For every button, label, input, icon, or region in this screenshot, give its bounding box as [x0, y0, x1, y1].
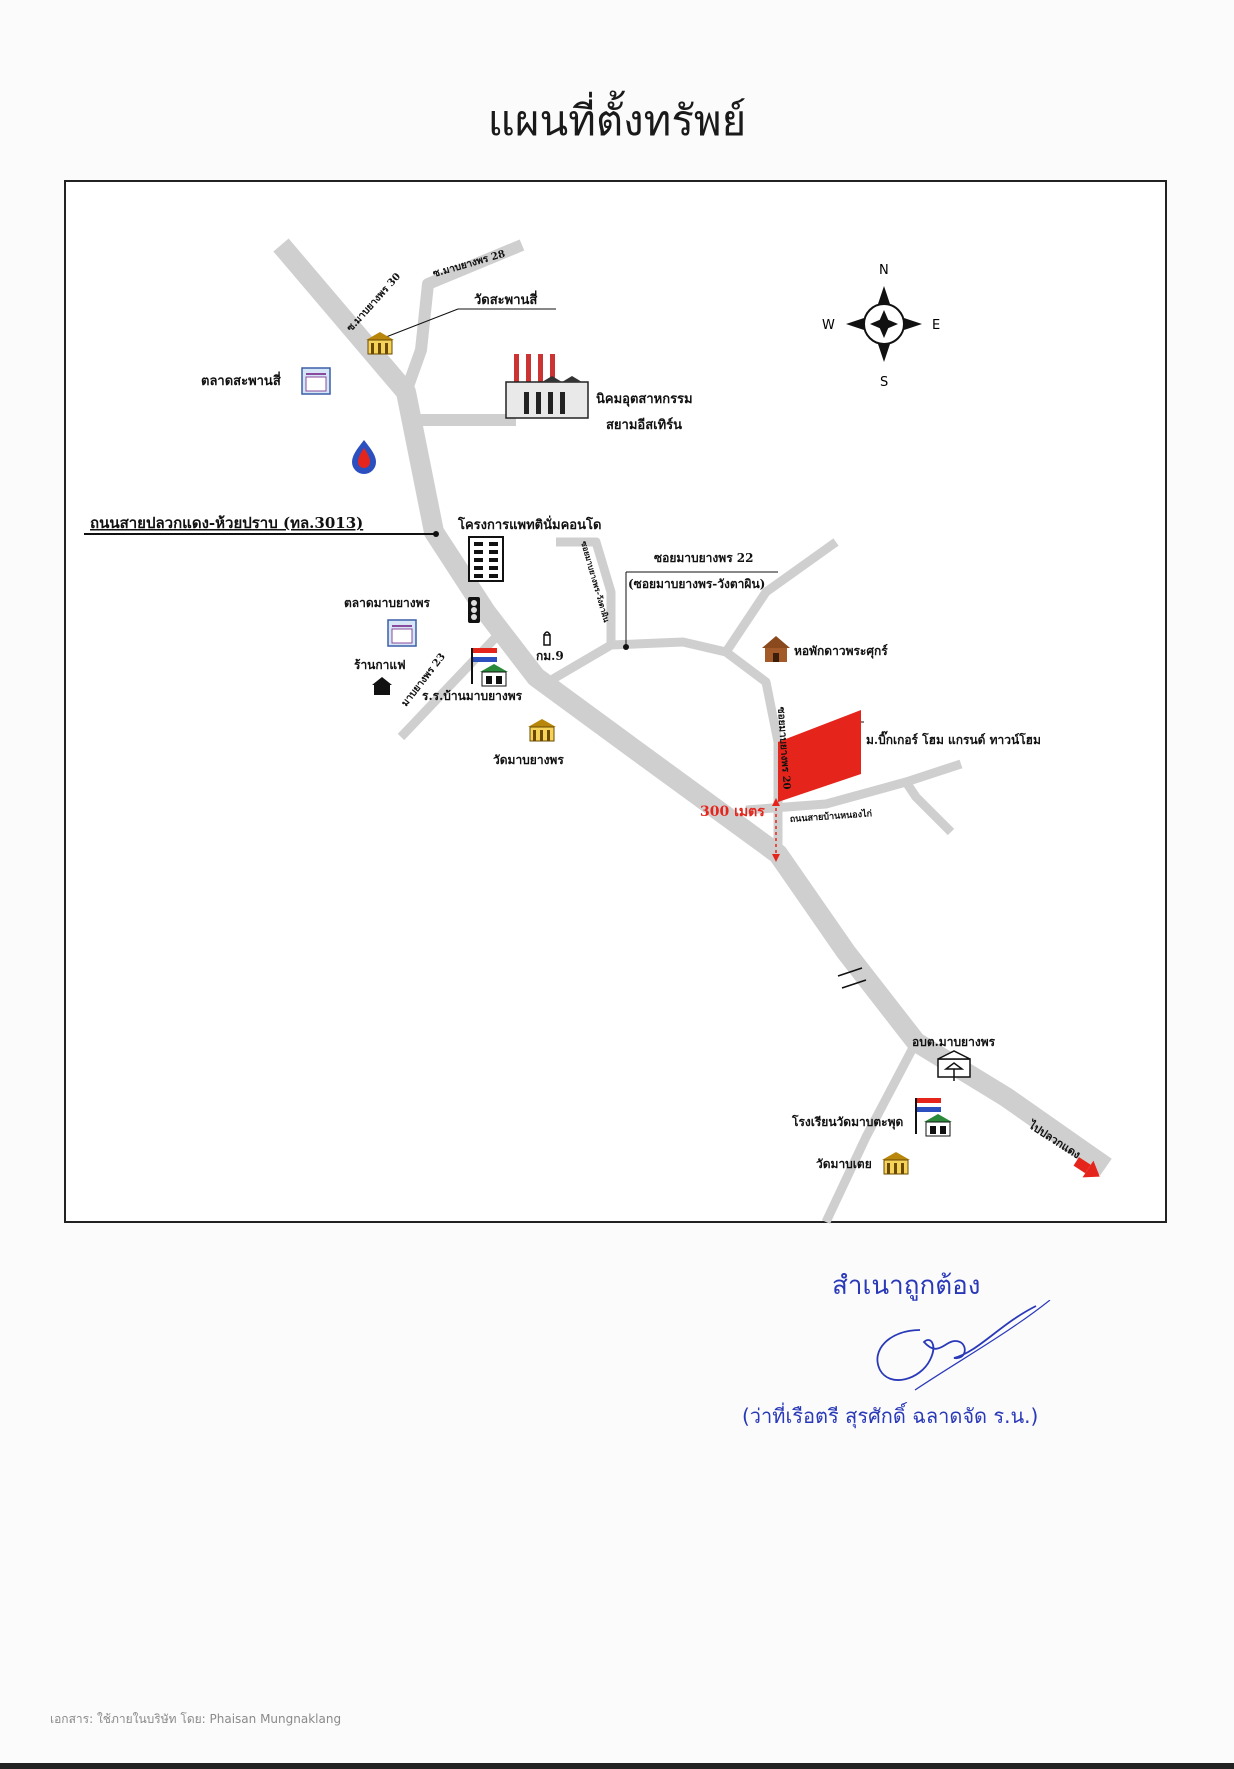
cafe-label: ร้านกาแฟ — [354, 658, 406, 672]
small-road-n — [556, 537, 616, 645]
property-parcel — [778, 710, 861, 802]
market-icon — [301, 367, 331, 395]
condo-project-label: โครงการแพทตินั่มคอนโด — [457, 515, 601, 533]
compass-e: E — [932, 318, 940, 333]
signature — [876, 1300, 1051, 1391]
school-wat-map-khoi-label: โรงเรียนวัดมาบตะพุด — [791, 1114, 903, 1130]
soi-30-label: ซ.มาบยางพร 30 — [345, 271, 403, 334]
wat-map-khoi-road — [821, 1039, 920, 1224]
compass-rose: N S E W — [822, 263, 940, 390]
industrial-estate-label-2: สยามอีสเทิร์น — [606, 417, 682, 433]
soi-22-dot — [623, 644, 629, 650]
soi-22-alt-label: (ซอยมาบยางพร-วังตาผิน) — [628, 577, 765, 591]
compass-n: N — [879, 263, 889, 278]
soi-28-road — [400, 239, 525, 395]
certification-text: สำเนาถูกต้อง — [832, 1271, 981, 1301]
page-title: แผนที่ตั้งทรัพย์ — [487, 96, 747, 145]
cafe-icon — [372, 677, 392, 695]
main-road-dot — [433, 531, 439, 537]
map-canvas: ถนนสายปลวกแดง-ห้วยปราบ (ทล.3013) ซ.มาบยา… — [84, 238, 1112, 1224]
distance-label: 300 เมตร — [700, 804, 765, 820]
soi-22-label: ซอยมาบยางพร 22 — [654, 551, 754, 565]
rail-crossing-icon — [837, 967, 867, 989]
temple-icon-3 — [882, 1152, 910, 1175]
government-office-icon — [937, 1050, 971, 1081]
wat-map-yang-phon-label: วัดมาบยางพร — [493, 753, 564, 767]
school-icon — [471, 648, 508, 687]
property-label: ม.บิ๊กเกอร์ โฮม แกรนด์ ทาวน์โฮม — [866, 730, 1041, 747]
soi-28-label: ซ.มาบยางพร 28 — [432, 249, 507, 280]
school-icon-2 — [915, 1098, 952, 1137]
certifier-name: (ว่าที่เรือตรี สุรศักดิ์ ฉลาดจัด ร.น.) — [742, 1404, 1039, 1428]
traffic-light-icon — [468, 597, 480, 623]
wat-saphan-si-pointer — [385, 308, 459, 338]
school-map-yang-phon-label: ร.ร.บ้านมาบยางพร — [422, 689, 523, 703]
talat-map-yang-phon-label: ตลาดมาบยางพร — [344, 596, 430, 610]
km9-label: กม.9 — [536, 649, 564, 663]
distance-arrow-down — [772, 854, 780, 862]
temple-icon — [366, 332, 394, 355]
map-frame: ถนนสายปลวกแดง-ห้วยปราบ (ทล.3013) ซ.มาบยา… — [64, 180, 1167, 1224]
compass-s: S — [880, 375, 888, 390]
house-icon — [762, 636, 790, 662]
km-post-icon — [543, 631, 551, 646]
bottom-bar — [0, 1763, 1234, 1769]
footer-note: เอกสาร: ใช้ภายในบริษัท โดย: Phaisan Mung… — [50, 1712, 342, 1726]
market-icon-2 — [387, 619, 417, 647]
temple-icon-2 — [528, 719, 556, 742]
nong-kai-road — [745, 759, 963, 836]
compass-w: W — [822, 318, 835, 333]
soi-22-north — [722, 538, 839, 655]
gas-station-icon — [352, 440, 376, 474]
wat-saphan-si-label: วัดสะพานสี่ — [474, 290, 537, 308]
dorm-label: หอพักดาวพระศุกร์ — [794, 644, 888, 659]
factory-icon — [505, 354, 589, 419]
direction-arrow-icon — [1073, 1157, 1100, 1178]
main-road-label: ถนนสายปลวกแดง-ห้วยปราบ (ทล.3013) — [90, 514, 363, 532]
building-icon — [468, 536, 504, 582]
distance-arrow-up — [772, 798, 780, 806]
obt-label: อบต.มาบยางพร — [912, 1035, 996, 1049]
talat-saphan-si-label: ตลาดสะพานสี่ — [201, 371, 281, 389]
industrial-estate-label-1: นิคมอุตสาหกรรม — [596, 392, 693, 407]
wat-map-khoi-label: วัดมาบเตย — [816, 1157, 872, 1171]
